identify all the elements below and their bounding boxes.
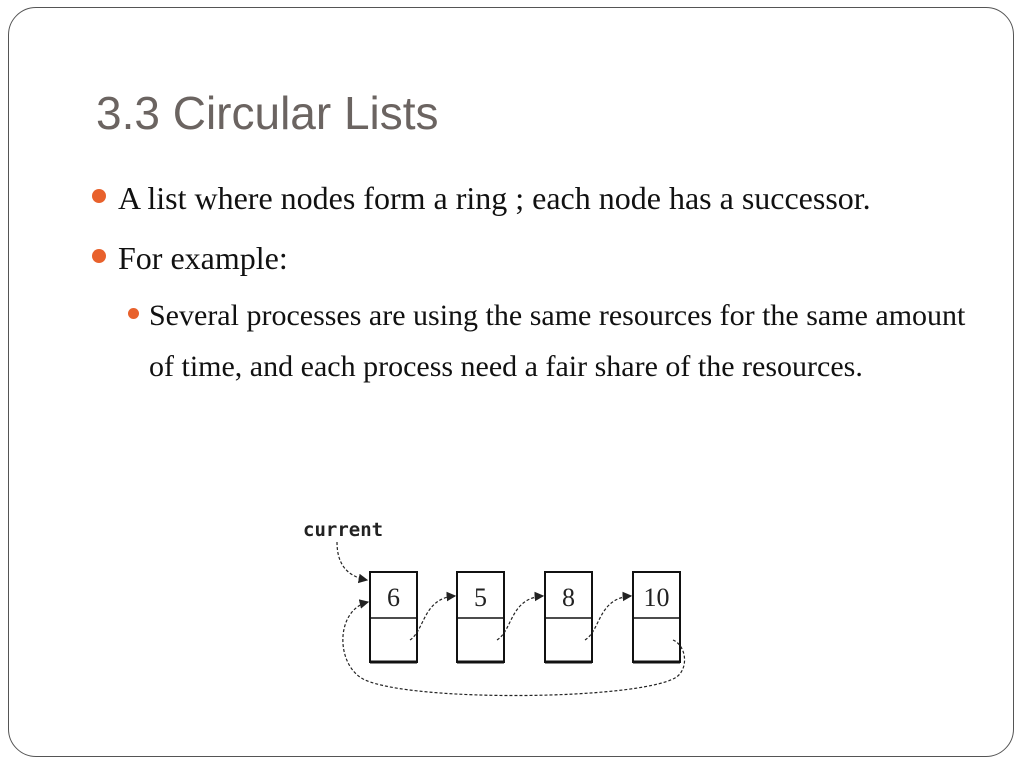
list-node: 8 [544,571,593,664]
list-node: 10 [632,571,681,664]
bullet-dot-icon [92,189,106,203]
node-value: 5 [474,583,487,612]
sub-bullet-container: Several processes are using the same res… [90,290,965,392]
wraparound-pointer-arrow [342,599,686,697]
node-value: 6 [387,583,400,612]
node-value: 8 [562,583,575,612]
bullet-text: A list where nodes form a ring ; each no… [118,180,871,216]
sub-bullet-item: Several processes are using the same res… [122,290,972,392]
current-pointer-arrow [336,541,369,584]
next-pointer-arrow [496,591,545,641]
bullet-list: A list where nodes form a ring ; each no… [90,170,965,392]
next-pointer-arrow [409,591,457,641]
slide-frame [8,7,1014,757]
sub-bullet-list: Several processes are using the same res… [122,290,972,392]
node-value: 10 [644,583,670,612]
bullet-item: For example: [90,230,940,286]
circular-list-diagram: current 6 5 8 10 [303,519,686,697]
bullet-dot-icon [92,249,106,263]
slide-title: 3.3 Circular Lists [96,87,439,139]
sub-bullet-dot-icon [128,308,139,319]
sub-bullet-text: Several processes are using the same res… [149,299,966,383]
bullet-text: For example: [118,240,288,276]
list-node: 5 [456,571,505,664]
list-node: 6 [369,571,418,664]
current-pointer-label: current [303,519,383,541]
next-pointer-arrow [584,591,633,641]
bullet-item: A list where nodes form a ring ; each no… [90,170,940,226]
